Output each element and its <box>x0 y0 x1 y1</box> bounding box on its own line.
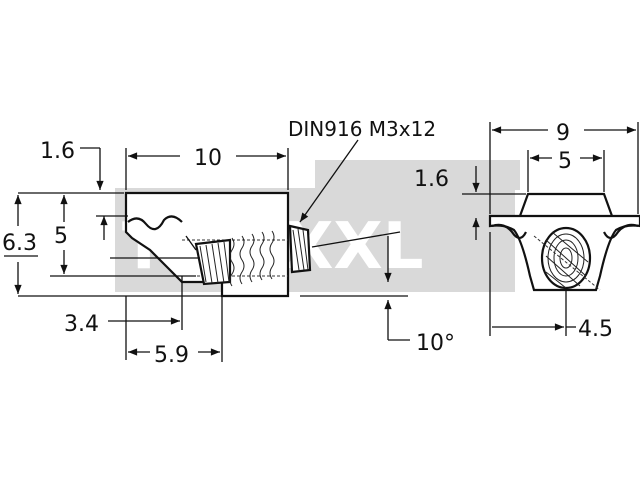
end-top-plate <box>518 192 614 217</box>
bore-inner-3 <box>559 247 573 269</box>
bore-inner-2 <box>553 239 579 277</box>
screw-edge-line <box>185 235 197 251</box>
screw-end <box>288 224 312 274</box>
screw-spec-label: DIN916 M3x12 <box>288 117 436 141</box>
watermark-band-top <box>315 160 520 190</box>
dim-slot-width-label: 5 <box>558 149 572 174</box>
dim-bore-label: 4.5 <box>578 317 613 342</box>
dim-end-top-offset-label: 1.6 <box>414 167 449 192</box>
angle-reference-line <box>311 231 401 248</box>
screw-thread-left <box>199 241 230 284</box>
dim-top-offset-label: 1.6 <box>40 139 75 164</box>
dim-end-width-label: 9 <box>556 121 570 146</box>
dim-angle-label: 10° <box>416 331 455 356</box>
side-wave-groove <box>127 215 183 231</box>
bore-thread-lines <box>545 231 589 289</box>
end-hidden-diag <box>533 235 601 291</box>
set-screw <box>185 224 312 287</box>
dim-body-height-label: 5 <box>54 224 68 249</box>
screw-thread-middle <box>229 230 275 287</box>
end-view <box>488 192 640 292</box>
screw-end-thread <box>292 228 309 271</box>
end-wave-left <box>491 223 527 240</box>
dim-length-label: 10 <box>194 146 222 171</box>
side-view <box>110 191 408 298</box>
end-threaded-bore <box>540 226 592 290</box>
end-view-dimensions: 9 5 1.6 4.5 <box>414 121 639 342</box>
end-wave-right <box>603 223 639 240</box>
dim-bottom-offset-label: 3.4 <box>64 312 99 337</box>
dim-total-height-label: 6.3 <box>2 231 37 256</box>
dim-groove-width-label: 5.9 <box>154 343 189 368</box>
side-view-dimensions: 1.6 10 DIN916 M3x12 6.3 5 3.4 <box>2 117 455 368</box>
screw-spec-leader <box>299 139 359 223</box>
